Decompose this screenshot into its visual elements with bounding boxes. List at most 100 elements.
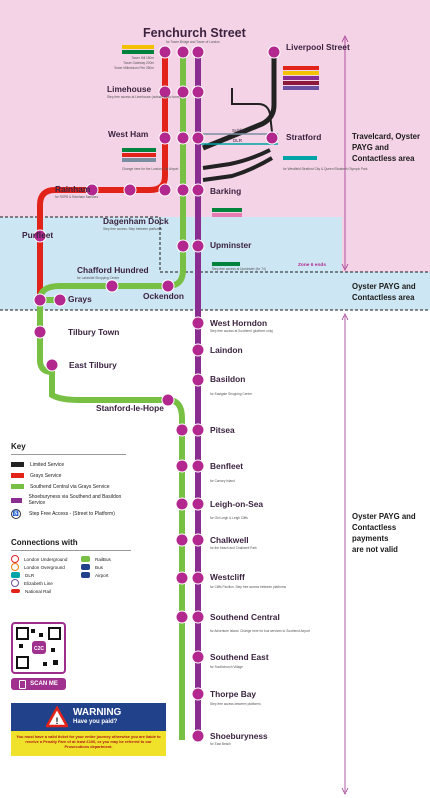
station-easttilbury[interactable]: East Tilbury [69, 360, 117, 370]
station-dot-fenchurch-b[interactable] [176, 45, 190, 59]
qr-pattern: C2C [16, 627, 61, 669]
station-dot-laindon[interactable] [191, 343, 205, 357]
station-limehouse[interactable]: Limehouse [107, 84, 152, 94]
station-stanford[interactable]: Stanford-le-Hope [96, 403, 164, 413]
upminster-badge [212, 262, 240, 266]
key-divider [11, 454, 126, 455]
connections-title: Connections with [11, 538, 78, 547]
station-dot-ockendon[interactable] [161, 279, 175, 293]
station-southendc[interactable]: Southend Central [210, 612, 280, 622]
station-dot-limehouse-c[interactable] [191, 85, 205, 99]
zone-oyster-bg-3 [0, 272, 168, 310]
station-westcliff[interactable]: Westcliff [210, 572, 245, 582]
station-westham[interactable]: West Ham [108, 129, 148, 139]
connection-item: London Underground [11, 555, 81, 563]
station-dot-upminster[interactable] [191, 239, 205, 253]
station-pitsea[interactable]: Pitsea [210, 425, 235, 435]
station-liverpool[interactable]: Liverpool Street [286, 42, 350, 52]
station-dot-pitsea-a[interactable] [175, 423, 189, 437]
station-dot-benfleet-b[interactable] [191, 459, 205, 473]
step-free-icon: ♿ [11, 508, 21, 519]
station-benfleet-sub: for Canvey Island [210, 479, 235, 483]
zone-travelcard-bg [0, 0, 342, 217]
station-dot-westham-b[interactable] [176, 131, 190, 145]
station-stratford[interactable]: Stratford [286, 132, 321, 142]
station-dagenham[interactable]: Dagenham Dock [103, 216, 169, 226]
scan-me-button[interactable]: SCAN ME [11, 678, 66, 690]
station-barking[interactable]: Barking [210, 186, 241, 196]
station-dot-westham[interactable] [158, 131, 172, 145]
station-westhorndon-sub: Step free access at Southend (platform o… [210, 329, 273, 333]
qr-module [51, 648, 55, 652]
zone-mid-label-2: Contactless area [352, 293, 415, 302]
station-dot-southendc-a[interactable] [175, 610, 189, 624]
station-southende[interactable]: Southend East [210, 652, 269, 662]
station-dot-grays-a[interactable] [33, 293, 47, 307]
station-dot-basildon[interactable] [191, 373, 205, 387]
station-purfleet[interactable]: Purfleet [22, 230, 53, 240]
subline-label: Subline [232, 128, 248, 133]
station-dot-southende[interactable] [191, 650, 205, 664]
station-dot-shoebury[interactable] [191, 729, 205, 743]
phone-icon [19, 679, 27, 689]
station-dot-westham-c[interactable] [191, 131, 205, 145]
station-grays[interactable]: Grays [68, 294, 92, 304]
station-dot-stratford[interactable] [265, 131, 279, 145]
station-dot-easttilbury[interactable] [45, 358, 59, 372]
station-dot-upminster-b[interactable] [176, 239, 190, 253]
station-dot-grays-b[interactable] [53, 293, 67, 307]
station-dot-liverpool[interactable] [267, 45, 281, 59]
station-dot-pitsea-b[interactable] [191, 423, 205, 437]
station-dot-barking-a[interactable] [158, 183, 172, 197]
station-dot-chafford[interactable] [105, 279, 119, 293]
station-dot-benfleet-a[interactable] [175, 459, 189, 473]
national-rail-icon [11, 589, 20, 593]
station-dot-dagenham[interactable] [123, 183, 137, 197]
zone-labels: Travelcard, Oyster PAYG and Contactless … [352, 132, 420, 554]
station-dot-chalkwell-a[interactable] [175, 533, 189, 547]
station-thorpe[interactable]: Thorpe Bay [210, 689, 256, 699]
station-benfleet[interactable]: Benfleet [210, 461, 243, 471]
station-dot-stanford[interactable] [161, 393, 175, 407]
station-upminster[interactable]: Upminster [210, 240, 252, 250]
connection-item: London Overground [11, 563, 81, 571]
qr-code[interactable]: C2C [11, 622, 66, 674]
connection-item: Bus [81, 563, 131, 571]
station-dot-leigh-b[interactable] [191, 497, 205, 511]
station-leigh[interactable]: Leigh-on-Sea [210, 499, 263, 509]
station-dot-barking-c[interactable] [191, 183, 205, 197]
station-dot-purfleet[interactable] [33, 229, 47, 243]
station-dot-westcliff-a[interactable] [175, 571, 189, 585]
station-tilbury[interactable]: Tilbury Town [68, 327, 119, 337]
station-westhorndon[interactable]: West Horndon [210, 318, 267, 328]
station-dot-fenchurch-a[interactable] [158, 45, 172, 59]
station-ockendon[interactable]: Ockendon [143, 291, 184, 301]
station-shoebury[interactable]: Shoeburyness [210, 731, 268, 741]
station-dot-westcliff-b[interactable] [191, 571, 205, 585]
connection-label: National Rail [25, 588, 52, 594]
station-basildon[interactable]: Basildon [210, 374, 245, 384]
station-dot-limehouse-b[interactable] [176, 85, 190, 99]
station-dot-fenchurch-c[interactable] [191, 45, 205, 59]
station-chalkwell[interactable]: Chalkwell [210, 535, 249, 545]
station-rainham[interactable]: Rainham [55, 184, 90, 194]
westham-badge-1 [122, 148, 156, 152]
warning-header: ! WARNING Have you paid? [11, 703, 166, 731]
station-dot-southendc-b[interactable] [191, 610, 205, 624]
station-dot-rainham[interactable] [85, 183, 99, 197]
station-thorpe-sub: Step free access between platforms [210, 702, 261, 706]
station-dot-limehouse[interactable] [158, 85, 172, 99]
line-limited-loop [231, 88, 273, 133]
qr-module [39, 633, 43, 637]
connections-divider [11, 550, 131, 551]
station-laindon[interactable]: Laindon [210, 345, 243, 355]
zone-bottom-label-3: payments [352, 534, 389, 543]
station-chafford[interactable]: Chafford Hundred [77, 265, 149, 275]
station-dot-chalkwell-b[interactable] [191, 533, 205, 547]
station-dot-thorpe[interactable] [191, 687, 205, 701]
station-dot-westhorndon[interactable] [191, 316, 205, 330]
station-dot-barking-b[interactable] [176, 183, 190, 197]
station-dot-tilbury[interactable] [33, 325, 47, 339]
key-label: Grays Service [30, 472, 62, 479]
station-dot-leigh-a[interactable] [175, 497, 189, 511]
